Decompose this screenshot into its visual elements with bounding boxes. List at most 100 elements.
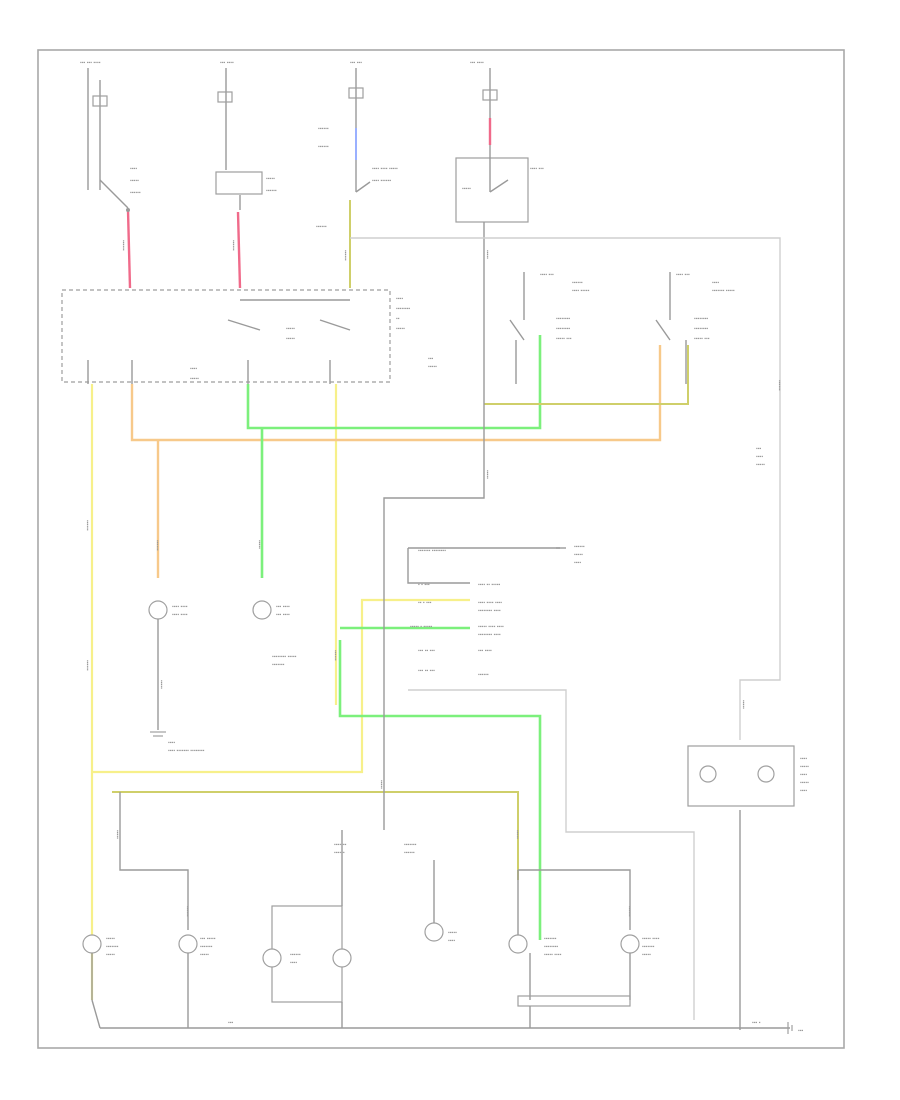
svg-text:▪▪▪▪▪▪: ▪▪▪▪▪▪: [318, 144, 329, 150]
svg-text:▪▪▪ ▪: ▪▪▪ ▪: [752, 1020, 761, 1026]
svg-text:▪▪▪ ▪▪▪▪: ▪▪▪ ▪▪▪▪: [276, 612, 290, 618]
svg-text:▪▪▪▪▪▪: ▪▪▪▪▪▪: [318, 126, 329, 132]
svg-text:▪▪▪▪▪: ▪▪▪▪▪: [756, 462, 765, 468]
high-mount-stop-lamp: ▪▪▪▪ ▪▪▪▪▪ ▪▪▪▪ ▪▪▪▪▪ ▪▪▪▪: [687, 745, 809, 807]
svg-text:▪▪▪▪▪▪▪▪ ▪▪▪▪: ▪▪▪▪▪▪▪▪ ▪▪▪▪: [478, 608, 501, 614]
svg-text:▪▪▪ ▪▪▪▪▪: ▪▪▪ ▪▪▪▪▪: [200, 936, 216, 942]
svg-text:▪▪▪ ▪▪ ▪▪▪: ▪▪▪ ▪▪ ▪▪▪: [418, 648, 435, 654]
svg-text:▪▪▪▪▪: ▪▪▪▪▪: [462, 186, 471, 192]
svg-text:▪▪▪▪▪▪▪: ▪▪▪▪▪▪▪: [106, 944, 119, 950]
ground-g2: ▪▪▪: [787, 1022, 804, 1034]
fuse-block-1: ▪▪▪ ▪▪▪ ▪▪▪▪ ▪▪▪▪ ▪▪▪▪▪ ▪▪▪▪▪▪: [80, 60, 141, 289]
diagram-frame: [37, 49, 845, 1049]
svg-text:▪▪▪▪▪▪▪▪ ▪▪▪▪: ▪▪▪▪▪▪▪▪ ▪▪▪▪: [478, 632, 501, 638]
svg-text:▪▪▪▪ ▪▪▪▪▪▪▪ ▪▪▪▪▪▪▪▪: ▪▪▪▪ ▪▪▪▪▪▪▪ ▪▪▪▪▪▪▪▪: [168, 748, 205, 754]
svg-text:▪▪▪: ▪▪▪: [798, 1028, 804, 1034]
svg-text:▪▪▪▪▪: ▪▪▪▪▪: [190, 376, 199, 382]
svg-text:▪▪▪▪▪: ▪▪▪▪▪: [256, 540, 262, 549]
svg-text:▪▪▪▪▪▪: ▪▪▪▪▪▪: [130, 190, 141, 196]
right-front-turn-lamp: ▪▪▪ ▪▪▪▪ ▪▪▪ ▪▪▪▪: [252, 600, 290, 620]
svg-text:▪▪▪▪: ▪▪▪▪: [800, 756, 807, 762]
cargo-lamp: ▪▪▪▪▪▪▪ ▪▪▪▪▪▪ ▪▪▪▪▪ ▪▪▪▪: [404, 842, 457, 944]
svg-text:▪▪▪▪▪▪: ▪▪▪▪▪▪: [184, 906, 190, 917]
svg-text:▪▪▪▪ ▪▪▪: ▪▪▪▪ ▪▪▪: [676, 272, 690, 278]
svg-text:▪▪▪▪: ▪▪▪▪: [712, 280, 719, 286]
svg-text:▪▪▪ ▪▪▪ ▪▪▪▪: ▪▪▪ ▪▪▪ ▪▪▪▪: [80, 60, 101, 66]
svg-text:▪▪▪▪ ▪▪ ▪▪▪▪▪: ▪▪▪▪ ▪▪ ▪▪▪▪▪: [478, 582, 501, 588]
wire-olive-mid: [484, 345, 689, 405]
svg-text:▪▪▪▪ ▪▪▪▪: ▪▪▪▪ ▪▪▪▪: [172, 612, 188, 618]
svg-text:▪▪▪▪▪▪▪▪: ▪▪▪▪▪▪▪▪: [544, 944, 558, 950]
wire-lgray-lower: [408, 689, 695, 1020]
left-front-marker-switch: ▪▪▪▪ ▪▪▪ ▪▪▪▪▪▪ ▪▪▪▪ ▪▪▪▪▪ ▪▪▪▪▪▪▪▪ ▪▪▪▪…: [509, 272, 590, 384]
trailer-connector: ▪▪▪▪▪▪▪ ▪▪▪▪▪▪▪▪ ▪▪▪▪▪▪ ▪▪▪▪▪ ▪▪▪▪ ▪ ▪ ▪…: [272, 544, 585, 678]
svg-text:▪▪▪▪▪: ▪▪▪▪▪: [200, 952, 209, 958]
svg-text:▪▪▪▪▪▪: ▪▪▪▪▪▪: [332, 650, 338, 661]
svg-text:▪▪▪▪ ▪▪▪▪: ▪▪▪▪ ▪▪▪▪: [172, 604, 188, 610]
svg-text:▪▪▪▪▪▪▪: ▪▪▪▪▪▪▪: [544, 936, 557, 942]
svg-text:▪▪▪▪: ▪▪▪▪: [800, 788, 807, 794]
svg-text:▪▪▪ ▪▪▪▪: ▪▪▪ ▪▪▪▪: [276, 604, 290, 610]
svg-text:▪▪▪▪: ▪▪▪▪: [756, 454, 763, 460]
svg-text:▪▪▪▪▪▪▪: ▪▪▪▪▪▪▪: [200, 944, 213, 950]
svg-text:▪▪▪▪▪▪: ▪▪▪▪▪▪: [84, 520, 90, 531]
svg-text:▪▪▪▪▪ ▪▪▪: ▪▪▪▪▪ ▪▪▪: [556, 336, 572, 342]
svg-text:▪▪▪▪▪: ▪▪▪▪▪: [396, 326, 405, 332]
wire-black-trailer-2: [407, 548, 470, 584]
svg-text:▪▪▪▪▪▪: ▪▪▪▪▪▪: [84, 660, 90, 671]
svg-text:▪▪▪: ▪▪▪: [428, 356, 434, 362]
svg-text:▪▪▪▪▪: ▪▪▪▪▪: [800, 764, 809, 770]
svg-text:▪▪▪▪▪▪: ▪▪▪▪▪▪: [776, 380, 782, 391]
svg-text:▪▪▪▪▪ ▪▪▪▪: ▪▪▪▪▪ ▪▪▪▪: [544, 952, 562, 958]
wire-green-bus: [246, 335, 542, 430]
svg-text:▪▪▪▪▪▪▪: ▪▪▪▪▪▪▪: [404, 842, 417, 848]
svg-text:▪▪: ▪▪: [396, 316, 400, 322]
svg-text:▪▪▪▪▪▪▪▪: ▪▪▪▪▪▪▪▪: [694, 316, 708, 322]
svg-text:▪▪▪▪▪: ▪▪▪▪▪: [106, 936, 115, 942]
svg-text:▪▪▪▪ ▪▪▪▪▪: ▪▪▪▪ ▪▪▪▪▪: [572, 288, 590, 294]
svg-text:▪▪▪▪▪▪: ▪▪▪▪▪▪: [626, 906, 632, 917]
svg-text:▪▪▪▪▪: ▪▪▪▪▪: [106, 952, 115, 958]
svg-text:▪▪▪▪▪: ▪▪▪▪▪: [114, 830, 120, 839]
wire-green-lower: [338, 640, 542, 940]
svg-text:▪▪▪▪▪: ▪▪▪▪▪: [428, 364, 437, 370]
svg-text:▪▪▪ ▪▪▪: ▪▪▪ ▪▪▪: [350, 60, 362, 66]
license-lamp: ▪▪▪▪▪▪ ▪▪▪▪ ▪▪▪▪▪▪▪ ▪▪▪▪▪▪: [262, 830, 352, 1003]
svg-text:▪▪▪▪▪: ▪▪▪▪▪: [484, 470, 490, 479]
svg-text:▪▪▪▪▪▪: ▪▪▪▪▪▪: [266, 188, 277, 194]
svg-text:▪▪▪▪▪ ▪▪▪▪ ▪▪▪▪: ▪▪▪▪▪ ▪▪▪▪ ▪▪▪▪: [478, 624, 504, 630]
fuse-block-2: ▪▪▪ ▪▪▪▪ ▪▪▪▪▪ ▪▪▪▪▪▪: [215, 60, 277, 289]
svg-text:▪▪▪: ▪▪▪: [228, 1020, 234, 1026]
svg-text:▪▪▪▪▪: ▪▪▪▪▪: [574, 552, 583, 558]
svg-text:▪▪▪▪: ▪▪▪▪: [130, 166, 137, 172]
svg-text:▪▪▪▪▪▪▪: ▪▪▪▪▪▪▪: [642, 944, 655, 950]
svg-text:▪▪▪▪: ▪▪▪▪: [190, 366, 197, 372]
svg-text:▪▪▪▪ ▪▪▪▪▪▪: ▪▪▪▪ ▪▪▪▪▪▪: [372, 178, 391, 184]
svg-text:▪▪▪▪▪: ▪▪▪▪▪: [740, 700, 746, 709]
svg-text:▪▪▪▪▪: ▪▪▪▪▪: [286, 326, 295, 332]
svg-text:▪▪▪▪▪▪▪ ▪▪▪▪▪▪▪▪: ▪▪▪▪▪▪▪ ▪▪▪▪▪▪▪▪: [418, 548, 446, 554]
svg-text:▪▪▪▪▪: ▪▪▪▪▪: [158, 680, 164, 689]
svg-text:▪▪▪ ▪▪▪▪: ▪▪▪ ▪▪▪▪: [478, 648, 492, 654]
svg-text:▪▪▪▪▪▪▪: ▪▪▪▪▪▪▪: [272, 662, 285, 668]
wire-orange-bus: [130, 345, 662, 442]
svg-text:▪▪▪▪▪: ▪▪▪▪▪: [448, 930, 457, 936]
svg-text:▪▪▪▪▪: ▪▪▪▪▪: [130, 178, 139, 184]
svg-text:▪▪▪▪▪▪▪▪: ▪▪▪▪▪▪▪▪: [694, 326, 708, 332]
svg-text:▪▪▪▪▪: ▪▪▪▪▪: [266, 176, 275, 182]
left-rear-lamps: ▪▪▪▪▪ ▪▪▪▪▪▪▪ ▪▪▪▪▪ ▪▪▪ ▪▪▪▪▪ ▪▪▪▪▪▪▪ ▪▪…: [82, 792, 216, 1000]
svg-text:▪▪▪▪▪: ▪▪▪▪▪: [286, 336, 295, 342]
svg-text:▪▪▪▪▪: ▪▪▪▪▪: [484, 250, 490, 259]
svg-text:▪▪▪▪: ▪▪▪▪: [396, 296, 403, 302]
svg-text:▪▪▪ ▪▪▪▪: ▪▪▪ ▪▪▪▪: [470, 60, 484, 66]
svg-text:▪▪▪▪▪▪▪▪: ▪▪▪▪▪▪▪▪: [556, 316, 570, 322]
stop-lamp-switch: ▪▪▪ ▪▪▪ ▪▪▪▪▪▪ ▪▪▪▪▪▪ ▪▪▪▪ ▪▪▪▪ ▪▪▪▪▪ ▪▪…: [316, 60, 398, 288]
svg-text:▪▪▪▪ ▪▪▪: ▪▪▪▪ ▪▪▪: [530, 166, 544, 172]
svg-text:▪ ▪ ▪▪▪: ▪ ▪ ▪▪▪: [418, 582, 430, 588]
svg-text:▪▪▪▪▪: ▪▪▪▪▪: [514, 830, 520, 839]
svg-text:▪▪▪ ▪▪ ▪▪▪: ▪▪▪ ▪▪ ▪▪▪: [418, 668, 435, 674]
svg-text:▪▪▪▪▪: ▪▪▪▪▪: [378, 780, 384, 789]
svg-text:▪▪▪▪: ▪▪▪▪: [574, 560, 581, 566]
svg-text:▪▪▪▪: ▪▪▪▪: [168, 740, 175, 746]
